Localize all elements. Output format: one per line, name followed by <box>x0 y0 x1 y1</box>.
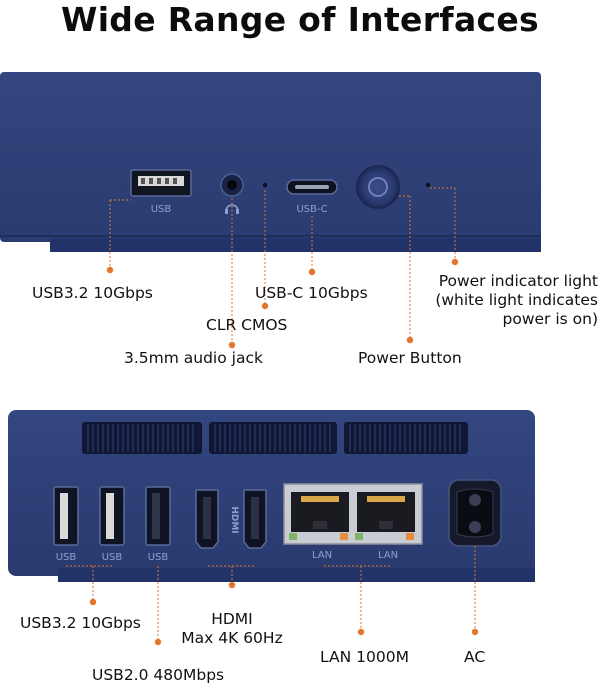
hdmi-callout: HDMI Max 4K 60Hz <box>170 610 294 648</box>
audio-jack-callout: 3.5mm audio jack <box>124 349 263 367</box>
power-indicator-line-2: (white light indicates <box>435 291 598 309</box>
hdmi-callout-line-1: HDMI <box>211 610 253 628</box>
hdmi-callout-line-2: Max 4K 60Hz <box>181 629 283 647</box>
clr-cmos-hole-icon <box>262 182 268 188</box>
power-indicator-line-1: Power indicator light <box>438 272 598 290</box>
front-chassis-base <box>50 238 541 252</box>
vent-grille-icon <box>82 422 468 454</box>
rear-chassis-base <box>58 568 535 582</box>
usb-a-port-icon <box>53 486 171 546</box>
ac-power-socket-icon <box>448 479 502 547</box>
rear-callout-dots <box>89 581 479 646</box>
page-title: Wide Range of Interfaces <box>61 0 539 39</box>
indicator-light-icon <box>425 182 431 188</box>
usb-port-label: USB <box>102 552 123 563</box>
power-indicator-callout: Power indicator light (white light indic… <box>412 272 598 329</box>
rear-usb32-callout: USB3.2 10Gbps <box>20 614 141 632</box>
front-chassis <box>0 72 541 242</box>
rear-leader-lines <box>66 546 476 642</box>
usb-port-label: USB <box>148 552 169 563</box>
power-button-callout: Power Button <box>358 349 462 367</box>
usb-a-port-icon <box>130 169 192 197</box>
lan-port-label: LAN <box>378 550 398 561</box>
usb-port-label: USB <box>151 204 172 215</box>
hdmi-port-icon <box>195 489 267 549</box>
hdmi-port-label: HDMI <box>229 506 239 533</box>
rear-usb20-callout: USB2.0 480Mbps <box>92 666 225 684</box>
rj45-port-icon <box>283 483 423 545</box>
usbc-callout: USB-C 10Gbps <box>255 284 368 302</box>
power-button-icon[interactable] <box>356 165 400 209</box>
rear-panel: USB USB USB HDMI LAN LAN <box>8 410 535 646</box>
usb-port-label: USB <box>56 552 77 563</box>
lan-callout: LAN 1000M <box>320 648 409 666</box>
usb-c-port-icon <box>286 179 338 195</box>
lan-port-label: LAN <box>312 550 332 561</box>
front-leader-lines <box>109 187 456 345</box>
power-indicator-line-3: power is on) <box>502 310 599 328</box>
headphone-icon <box>225 204 239 214</box>
usb32-callout: USB3.2 10Gbps <box>32 284 153 302</box>
front-panel: USB USB-C <box>0 72 541 349</box>
clr-cmos-callout: CLR CMOS <box>206 316 288 334</box>
usb-c-port-label: USB-C <box>296 204 327 215</box>
ac-callout: AC <box>464 648 486 666</box>
front-callout-dots <box>106 258 459 349</box>
audio-jack-icon <box>220 173 244 197</box>
